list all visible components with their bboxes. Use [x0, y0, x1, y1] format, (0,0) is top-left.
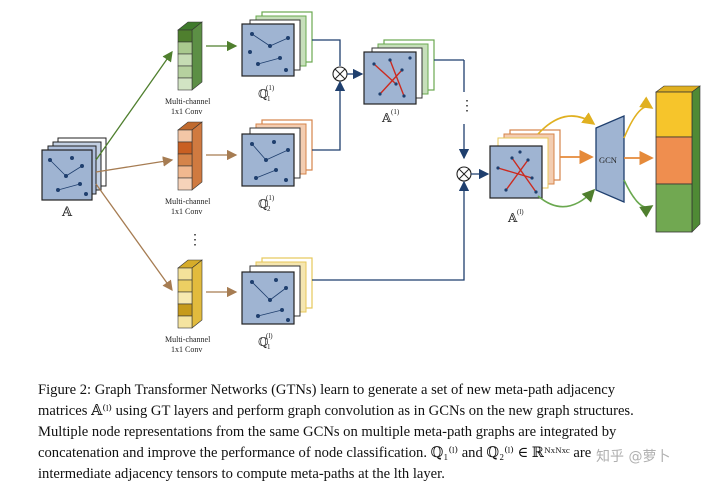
figure-caption: Figure 2: Graph Transformer Networks (GT…: [38, 380, 708, 485]
caption-line-4: concatenation and improve the performanc…: [38, 445, 592, 461]
gcn-block: [595, 115, 625, 203]
conv-label-bottom-line2: 1x1 Conv: [171, 345, 202, 354]
output-concatenation: [655, 85, 701, 233]
arrow-ql-multiply-2: [312, 180, 470, 281]
svg-text:(l): (l): [517, 208, 524, 216]
q-to-multiply-arrows: [312, 39, 346, 151]
layer-ellipsis: ⋮: [460, 99, 474, 114]
svg-text:1: 1: [267, 95, 271, 103]
caption-line-1: Figure 2: Graph Transformer Networks (GT…: [38, 382, 616, 398]
orange-conv-filter: [177, 121, 203, 191]
svg-text:ℚ: ℚ: [258, 197, 268, 211]
svg-text:(1): (1): [266, 84, 275, 92]
output-green-block: [655, 183, 693, 233]
a1-label: 𝔸 (1): [381, 108, 400, 125]
multiply-node-2: [456, 166, 472, 182]
q1-label: ℚ 1 (1): [258, 84, 275, 103]
multiply-node-1: [332, 66, 348, 82]
q2-tensor-stack: [241, 119, 313, 187]
al-tensor-stack: [489, 129, 561, 199]
conv-label-middle-line1: Multi-channel: [165, 197, 211, 206]
a1-tensor-stack: [363, 39, 435, 105]
q1-tensor-stack: [241, 11, 313, 77]
caption-line-2: matrices 𝔸⁽ˡ⁾ using GT layers and perfor…: [38, 403, 634, 419]
q2-label: ℚ 2 (1): [258, 194, 275, 213]
conv-label-bottom-line1: Multi-channel: [165, 335, 211, 344]
svg-text:ℚ: ℚ: [258, 335, 268, 349]
arrow-gcn-out-green: [623, 179, 654, 218]
arrow-al-gcn-yellow: [537, 112, 596, 135]
svg-text:𝔸: 𝔸: [507, 211, 518, 225]
output-orange-block: [655, 136, 693, 185]
arrow-al-gcn-green: [537, 188, 596, 208]
output-yellow-block: [655, 91, 693, 138]
svg-text:(l): (l): [266, 332, 273, 340]
watermark: 知乎 @萝卜: [596, 449, 671, 465]
svg-text:(1): (1): [266, 194, 275, 202]
conv-label-top-line2: 1x1 Conv: [171, 107, 202, 116]
svg-text:𝔸: 𝔸: [381, 111, 392, 125]
ql-label: ℚ 1 (l): [258, 332, 273, 351]
arrow-gcn-out-yellow: [623, 96, 654, 139]
gcn-label: GCN: [599, 155, 617, 165]
yellow-conv-filter: [177, 259, 203, 329]
conv-label-top-line1: Multi-channel: [165, 97, 211, 106]
caption-line-3: Multiple node representations from the s…: [38, 424, 617, 440]
input-label: 𝔸: [61, 204, 73, 219]
gtn-architecture-diagram: 𝔸 Multi-channel 1x1 Conv Multi-channel 1…: [41, 11, 701, 354]
filter-ellipsis: ⋮: [188, 233, 202, 248]
ql-tensor-stack: [241, 257, 313, 325]
conv-label-middle-line2: 1x1 Conv: [171, 207, 202, 216]
svg-text:ℚ: ℚ: [258, 87, 268, 101]
svg-text:2: 2: [267, 205, 271, 213]
caption-line-5: intermediate adjacency tensors to comput…: [38, 466, 445, 482]
svg-text:1: 1: [267, 343, 271, 351]
svg-text:(1): (1): [391, 108, 400, 116]
green-conv-filter: [177, 21, 203, 91]
al-label: 𝔸 (l): [507, 208, 524, 225]
input-adjacency-stack: [41, 137, 107, 201]
input-to-filter-arrows: [95, 50, 174, 292]
